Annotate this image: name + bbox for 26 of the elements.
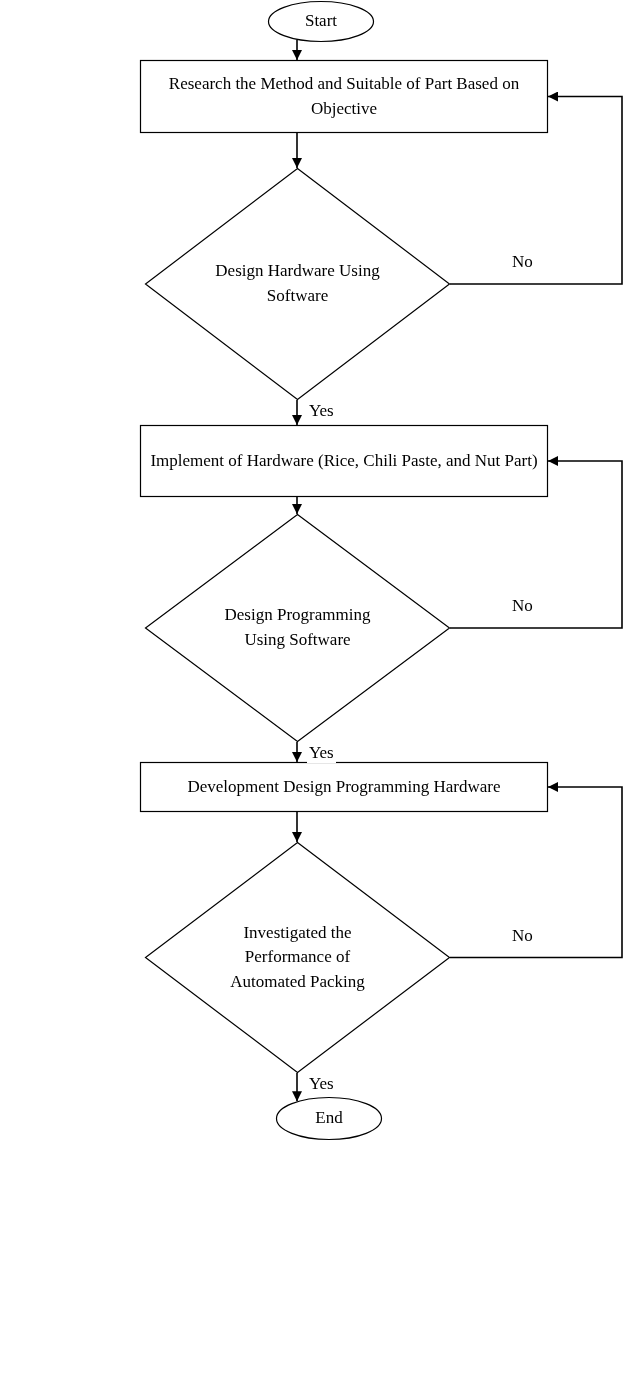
process-box [140, 425, 548, 497]
node-text: Design Programming Using Software [223, 604, 372, 651]
terminal-ellipse [268, 1, 374, 42]
arrow [292, 399, 302, 426]
arrow [449, 456, 623, 629]
process-box [140, 762, 548, 812]
arrow [292, 1072, 302, 1103]
arrow [292, 496, 302, 515]
arrow [292, 132, 302, 169]
decision-diamond [145, 514, 450, 742]
decision-diamond [145, 168, 450, 400]
node-text: Research the Method and Suitable of Part Based on Objective [167, 72, 521, 120]
process-box [140, 60, 548, 133]
arrow [449, 782, 623, 959]
node-text: Implement of Hardware (Rice, Chili Paste, and Nut Part) [150, 449, 538, 472]
node-text: End [315, 1107, 343, 1130]
terminal-ellipse [276, 1097, 382, 1140]
arrow [292, 811, 302, 843]
arrow [292, 39, 302, 61]
decision-diamond [145, 842, 450, 1073]
arrow [292, 741, 302, 763]
node-text: Development Design Programming Hardware [187, 775, 501, 798]
arrow [449, 91, 623, 285]
node-text: Design Hardware Using Software [214, 260, 381, 307]
node-text: Start [304, 10, 338, 33]
node-text: Investigated the Performance of Automated Packing [229, 921, 366, 993]
